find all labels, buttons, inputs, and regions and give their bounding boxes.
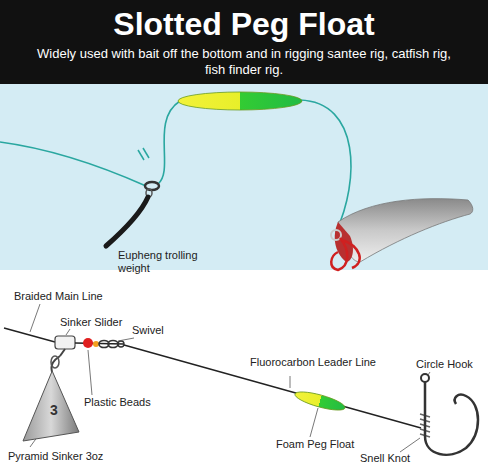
caption: Widely used with bait off the bottom and… [29,46,459,78]
part-label: Snell Knot [360,452,410,465]
part-label: Circle Hook [416,358,473,371]
part-label: Sinker Slider [60,316,122,329]
part-label: Swivel [132,324,164,337]
part-label: Fluorocarbon Leader Line [250,356,376,369]
part-label: Braided Main Line [14,290,103,303]
title: Slotted Peg Float [0,6,488,42]
weight-label: Eupheng trolling weight [118,249,204,275]
part-label: Foam Peg Float [276,438,354,451]
pyramid-sinker: 3 [22,370,80,442]
sinker-number: 3 [50,402,58,418]
part-label: Plastic Beads [84,396,151,409]
part-label: Pyramid Sinker 3oz [8,450,103,463]
